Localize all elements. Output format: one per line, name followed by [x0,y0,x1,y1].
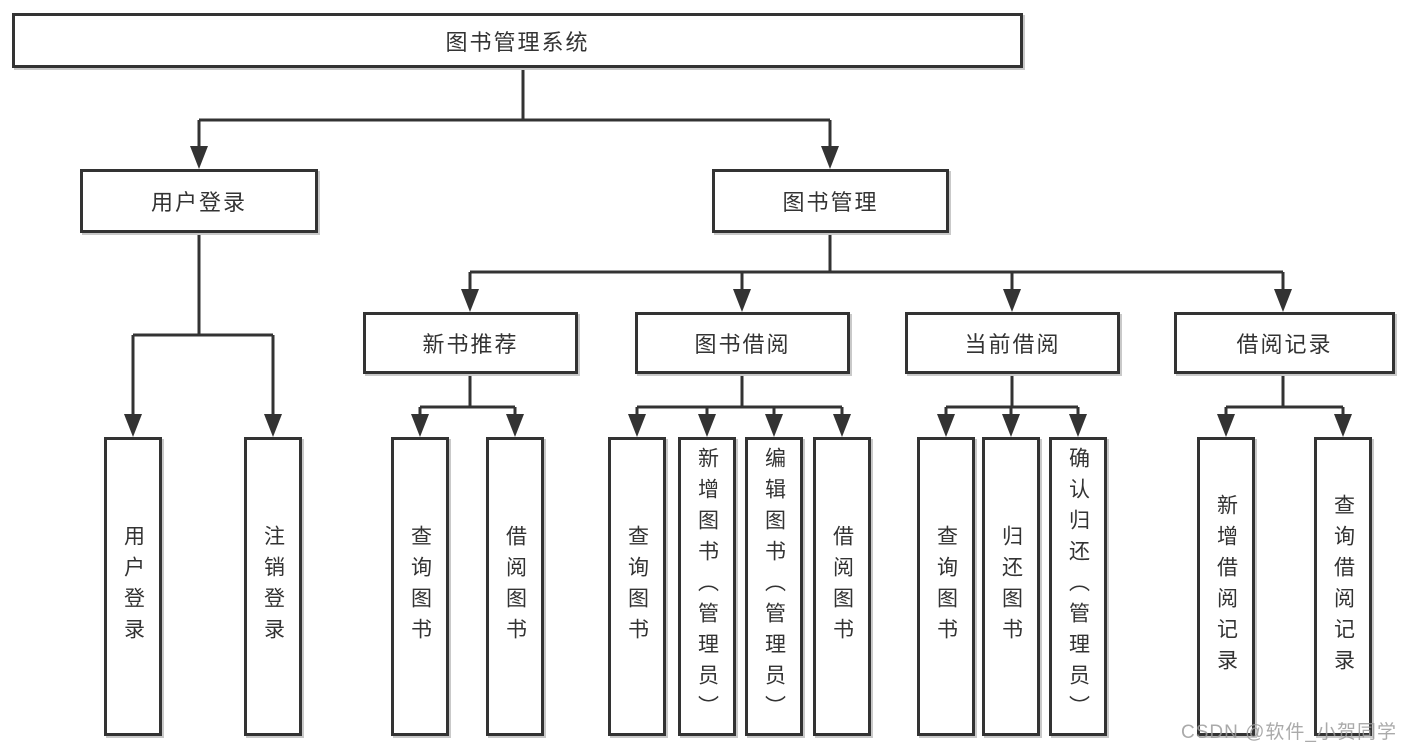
leaf-current-confirm-return-admin: 确认归还（管理员） [1049,437,1107,736]
leaf-borrow-add-books-admin: 新增图书（管理员） [678,437,736,736]
leaf-records-add-record: 新增借阅记录 [1197,437,1255,736]
leaf-newbook-query-books: 查询图书 [391,437,449,736]
leaf-newbook-borrow-books: 借阅图书 [486,437,544,736]
node-root-system: 图书管理系统 [12,13,1023,68]
leaf-logout: 注销登录 [244,437,302,736]
node-borrow-records: 借阅记录 [1174,312,1395,374]
leaf-borrow-edit-books-admin: 编辑图书（管理员） [745,437,803,736]
csdn-watermark: CSDN @软件_小贺同学 [1181,722,1397,743]
node-current-borrow: 当前借阅 [905,312,1120,374]
leaf-records-query-record: 查询借阅记录 [1314,437,1372,736]
leaf-user-login: 用户登录 [104,437,162,736]
node-book-management: 图书管理 [712,169,949,233]
node-book-borrow: 图书借阅 [635,312,850,374]
node-new-book-recommend: 新书推荐 [363,312,578,374]
leaf-borrow-borrow-books: 借阅图书 [813,437,871,736]
leaf-current-query-books: 查询图书 [917,437,975,736]
node-user-login: 用户登录 [80,169,318,233]
leaf-current-return-books: 归还图书 [982,437,1040,736]
leaf-borrow-query-books: 查询图书 [608,437,666,736]
